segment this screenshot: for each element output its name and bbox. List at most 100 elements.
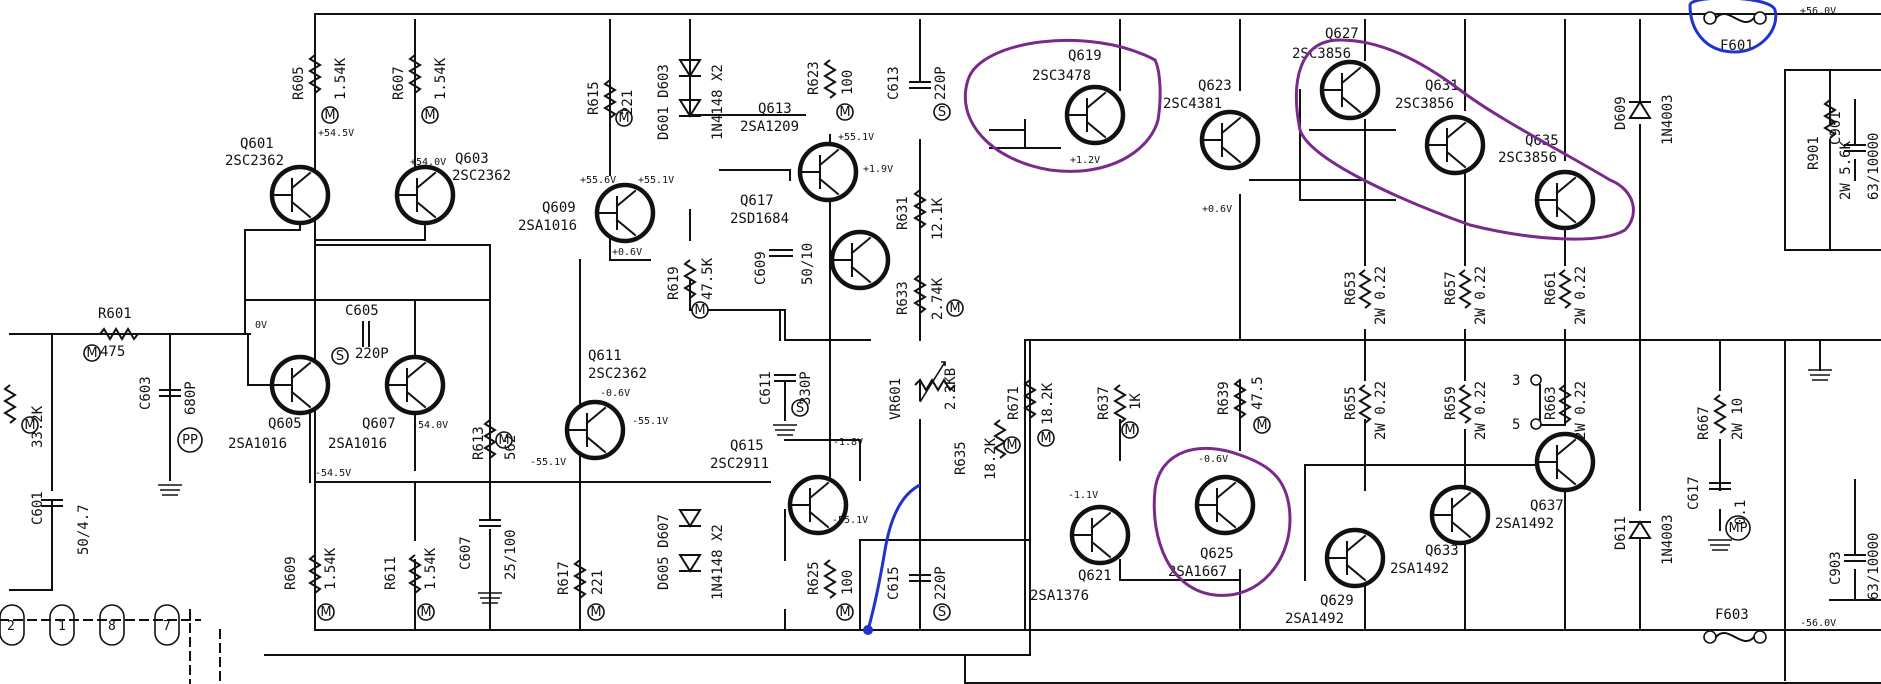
marker-m: M (615, 109, 633, 127)
voltage-q603: +54.0V (410, 157, 446, 168)
marker-m: M (1037, 429, 1055, 447)
connector-label: 8 (108, 619, 116, 634)
voltage-q611-b: -0.6V (600, 388, 630, 399)
resistor-r609 (308, 554, 322, 594)
label-r655-value: 2W 0.22 (1373, 381, 1389, 440)
label-q637-ref: Q637 (1530, 498, 1564, 514)
label-c607-value: 25/100 (503, 529, 519, 580)
capacitor-c615 (909, 574, 931, 582)
label-q621-ref: Q621 (1078, 568, 1112, 584)
ground-c607 (478, 592, 502, 604)
voltage-rail-pos: +56.0V (1800, 6, 1836, 17)
label-q637-part: 2SA1492 (1495, 516, 1554, 532)
highlight-dot (863, 625, 873, 635)
label-q625-part: 2SA1667 (1168, 564, 1227, 580)
label-r639-value: 47.5 (1250, 376, 1266, 410)
highlight-output-group (1294, 38, 1635, 241)
label-r609-value: 1.54K (323, 547, 339, 590)
label-q625-ref: Q625 (1200, 546, 1234, 562)
label-q615-ref: Q615 (730, 438, 764, 454)
label-r671-ref: R671 (1006, 386, 1022, 420)
highlight-vr601-trace (866, 483, 921, 631)
transistor-q615 (787, 474, 849, 536)
svg-text:M: M (839, 605, 850, 620)
marker-m: M (587, 603, 605, 621)
label-q607-ref: Q607 (362, 416, 396, 432)
transistor-q623 (1199, 109, 1261, 171)
label-q633-part: 2SA1492 (1390, 561, 1449, 577)
label-q623-part: 2SC4381 (1163, 96, 1222, 112)
label-q629-ref: Q629 (1320, 593, 1354, 609)
transistor-q629 (1324, 527, 1386, 589)
label-r661-value: 2W 0.22 (1573, 266, 1589, 325)
label-q615-part: 2SC2911 (710, 456, 769, 472)
resistor-r613 (483, 419, 497, 459)
svg-text:M: M (618, 111, 629, 126)
label-r619-ref: R619 (666, 266, 682, 300)
marker-s: S (933, 103, 951, 121)
fuse-f601 (1703, 11, 1767, 25)
resistor-vr601 (914, 378, 956, 392)
label-d601-ref: D601 D603 (656, 64, 672, 140)
marker-s: S (791, 399, 809, 417)
transistor-q621 (1069, 504, 1131, 566)
resistor-r633 (913, 274, 927, 314)
voltage-q621: -1.1V (1068, 490, 1098, 501)
diode-d609 (1628, 100, 1652, 119)
label-c901-value: 63/10000 (1866, 133, 1881, 200)
label-r653-value: 2W 0.22 (1373, 266, 1389, 325)
label-r603-value: 33.2K (30, 405, 46, 448)
marker-m: M (83, 344, 101, 362)
label-q613-part: 2SA1209 (740, 119, 799, 135)
transistor-symbols (269, 59, 1596, 589)
capacitor-c613 (909, 81, 931, 89)
label-r625-ref: R625 (806, 561, 822, 595)
resistor-r603 (3, 384, 17, 424)
label-r639-ref: R639 (1216, 381, 1232, 415)
voltage-q615-b: -1.8V (833, 437, 863, 448)
label-q605-ref: Q605 (268, 416, 302, 432)
wiring (9, 13, 1881, 684)
resistor-r663 (1558, 384, 1572, 424)
label-r657-ref: R657 (1443, 271, 1459, 305)
label-r615-value: 221 (620, 90, 636, 115)
voltage-q605: -54.5V (315, 468, 351, 479)
label-f603: F603 (1715, 607, 1749, 623)
label-q605-part: 2SA1016 (228, 436, 287, 452)
label-r663-value: 2W 0.22 (1573, 381, 1589, 440)
diode-symbols (678, 59, 1652, 573)
label-c603-ref: C603 (138, 376, 154, 410)
resistor-r667 (1713, 394, 1727, 434)
label-r901-ref: R901 (1806, 136, 1822, 170)
label-d609-ref: D609 (1613, 96, 1629, 130)
transistor-q617 (829, 229, 891, 291)
resistor-r623 (823, 59, 837, 99)
label-c617-ref: C617 (1686, 476, 1702, 510)
capacitor-c903 (1844, 554, 1866, 562)
label-r611-value: 1.54K (423, 547, 439, 590)
label-c603-value: 680P (183, 381, 199, 415)
highlight-f601-circle (1688, 0, 1778, 54)
label-q633-ref: Q633 (1425, 543, 1459, 559)
marker-m: M (1003, 436, 1021, 454)
label-r631-value: 12.1K (930, 197, 946, 240)
ground-c617 (1708, 539, 1732, 551)
voltage-q623: +0.6V (1202, 204, 1232, 215)
label-c605-ref: C605 (345, 303, 379, 319)
ground-right (1808, 369, 1832, 381)
label-r659-ref: R659 (1443, 386, 1459, 420)
label-c615-value: 220P (933, 566, 949, 600)
capacitor-c901 (1844, 144, 1866, 152)
label-r659-value: 2W 0.22 (1473, 381, 1489, 440)
label-q631-part: 2SC3856 (1395, 96, 1454, 112)
marker-m: M (21, 416, 39, 434)
svg-text:S: S (938, 105, 946, 120)
label-c613-value: 220P (933, 66, 949, 100)
marker-mp: MP (1725, 515, 1751, 541)
svg-text:M: M (1256, 418, 1267, 433)
connector-block: 2 1 8 7 (0, 604, 221, 684)
label-r607-ref: R607 (391, 66, 407, 100)
label-q621-part: 2SA1376 (1030, 588, 1089, 604)
label-q601-ref: Q601 (240, 136, 274, 152)
